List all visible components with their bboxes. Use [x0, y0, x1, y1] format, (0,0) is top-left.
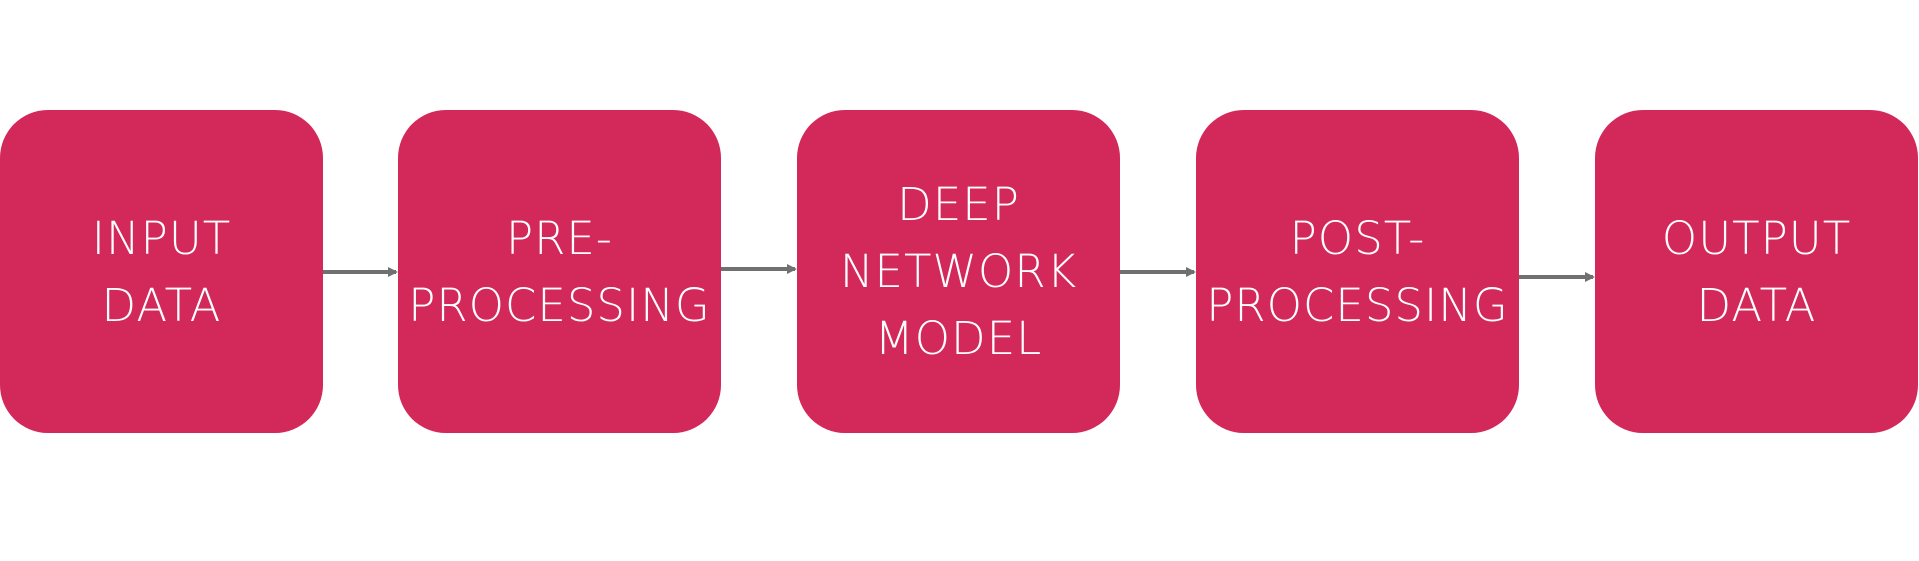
node-label: DEEP NETWORK MODEL: [839, 178, 1078, 365]
node-label: POST- PROCESSING: [1206, 211, 1509, 332]
node-label: INPUT DATA: [91, 211, 232, 332]
node-deep-network-model: DEEP NETWORK MODEL: [797, 110, 1120, 433]
node-output-data: OUTPUT DATA: [1595, 110, 1918, 433]
node-input-data: INPUT DATA: [0, 110, 323, 433]
node-post-processing: POST- PROCESSING: [1196, 110, 1519, 433]
node-label: PRE- PROCESSING: [408, 211, 711, 332]
node-pre-processing: PRE- PROCESSING: [398, 110, 721, 433]
node-label: OUTPUT DATA: [1661, 211, 1852, 332]
